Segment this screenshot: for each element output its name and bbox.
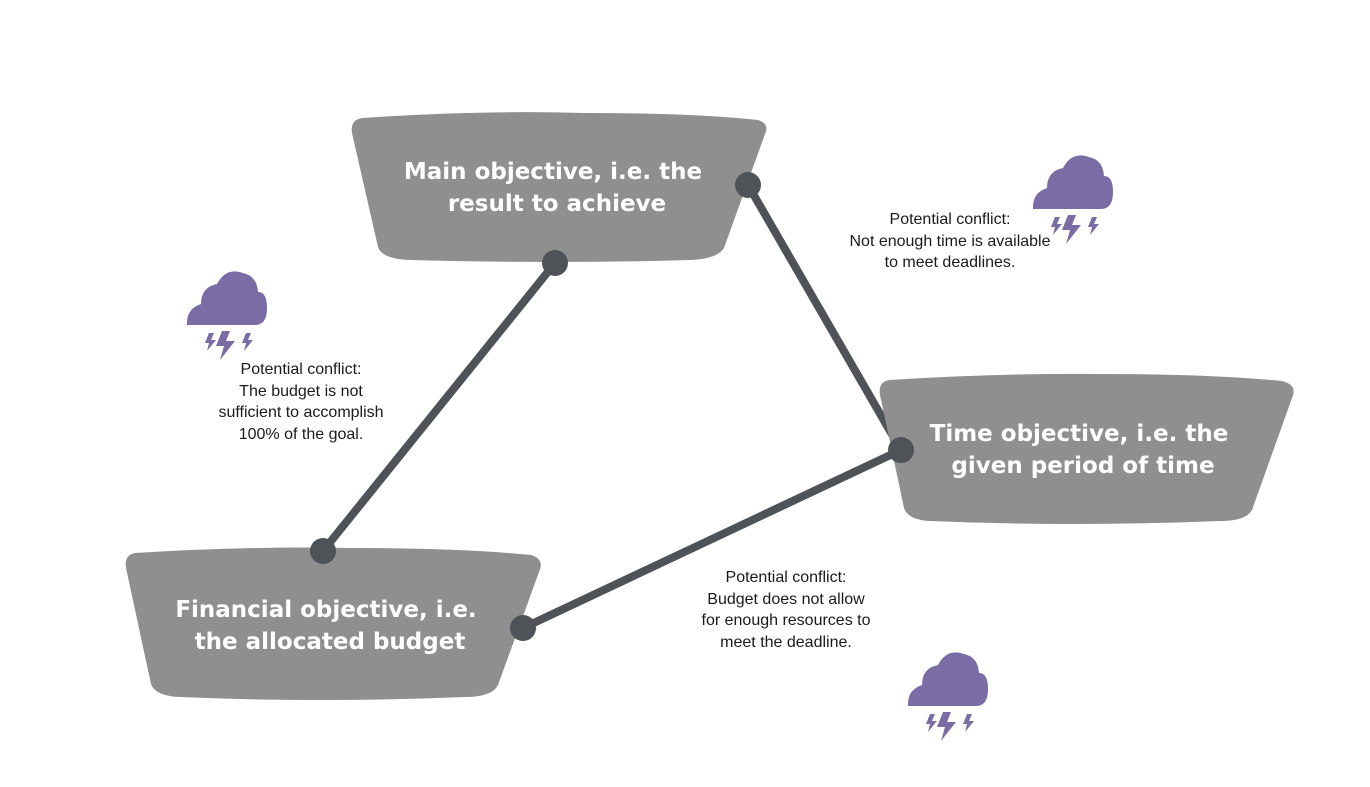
connector-time-financial	[519, 446, 905, 632]
connector-main-time	[744, 181, 905, 454]
financial-objective-line-2: the allocated budget	[195, 629, 466, 655]
storm-cloud-icon	[907, 652, 988, 741]
time-objective-shape	[879, 373, 1294, 524]
time-objective-line-1: Time objective, i.e. the	[930, 421, 1229, 447]
node-financial-right	[510, 615, 536, 641]
financial-objective-label: Financial objective, i.e. the allocated …	[175, 597, 484, 655]
conflict-note-budget-line: 100% of the goal.	[238, 425, 364, 443]
connector-lines	[319, 181, 905, 632]
conflict-note-budget-line: Potential conflict:	[240, 361, 362, 378]
conflict-note-time-line: to meet deadlines.	[884, 254, 1016, 271]
conflict-note-budget: Potential conflict: The budget is not su…	[181, 359, 421, 445]
conflict-note-budget-line: The budget is not	[239, 382, 363, 400]
conflict-note-resources: Potential conflict: Budget does not allo…	[666, 567, 906, 653]
time-objective-label: Time objective, i.e. the given period of…	[930, 421, 1237, 479]
main-objective-shape	[351, 112, 767, 262]
conflict-note-resources-line: Budget does not allow	[707, 590, 865, 608]
node-main-bottom	[542, 250, 568, 276]
conflict-note-budget-line: sufficient to accomplish	[218, 404, 384, 421]
financial-objective-shape	[125, 547, 541, 700]
conflict-note-resources-line: meet the deadline.	[720, 633, 852, 651]
conflict-note-time-line: Potential conflict:	[889, 211, 1011, 228]
financial-objective-box: Financial objective, i.e. the allocated …	[125, 547, 541, 700]
conflict-note-time-line: Not enough time is available	[849, 232, 1051, 250]
node-time-left	[888, 437, 914, 463]
conflict-note-resources-line: Potential conflict:	[725, 569, 847, 586]
storm-cloud-icon	[186, 271, 267, 360]
conflict-note-resources-line: for enough resources to	[701, 612, 871, 629]
main-objective-line-2: result to achieve	[448, 191, 666, 217]
connector-main-financial	[319, 259, 559, 555]
time-objective-line-2: given period of time	[951, 453, 1214, 479]
connector-nodes	[310, 172, 914, 641]
financial-objective-line-1: Financial objective, i.e.	[175, 597, 476, 623]
main-objective-box: Main objective, i.e. the result to achie…	[351, 112, 767, 262]
node-financial-top	[310, 538, 336, 564]
conflict-note-time: Potential conflict: Not enough time is a…	[822, 209, 1078, 274]
node-main-right	[735, 172, 761, 198]
main-objective-label: Main objective, i.e. the result to achie…	[404, 159, 710, 217]
main-objective-line-1: Main objective, i.e. the	[404, 159, 702, 185]
time-objective-box: Time objective, i.e. the given period of…	[879, 373, 1294, 524]
